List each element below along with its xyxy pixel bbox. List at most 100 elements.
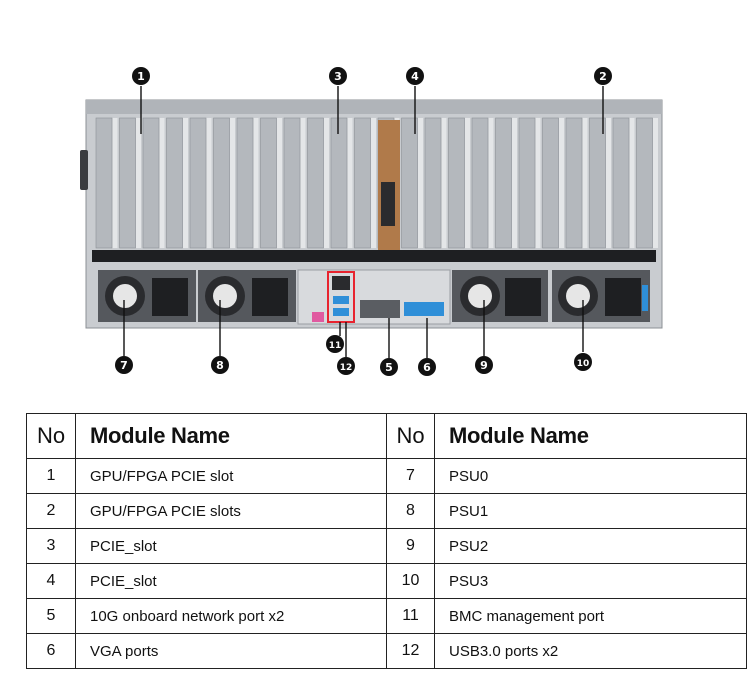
pcie-slot-cover	[142, 117, 160, 249]
sfp-ports	[360, 300, 400, 318]
callout-marker-10	[574, 353, 592, 371]
pcie-slot-cover	[119, 117, 136, 249]
callout-marker-1	[132, 67, 150, 85]
psu-2	[452, 270, 548, 322]
slot-vent	[488, 118, 494, 248]
row-module-name-right: PSU0	[434, 458, 747, 494]
usb-port-1	[333, 296, 349, 304]
row-module-name-left: VGA ports	[75, 633, 387, 669]
slot-vent	[230, 118, 235, 248]
pcie-slot-cover	[495, 117, 512, 249]
header-module-name-left: Module Name	[75, 413, 387, 459]
slot-vent	[183, 118, 188, 248]
pcie-slot-cover	[236, 117, 254, 249]
row-module-name-right: PSU3	[434, 563, 747, 599]
callout-label-10: 10	[577, 359, 590, 369]
slot-vent	[535, 118, 541, 248]
psu-1	[198, 270, 296, 322]
slot-vent	[653, 118, 658, 248]
callout-label-9: 9	[480, 359, 488, 372]
io-panel	[297, 269, 451, 325]
slot-vent	[629, 118, 635, 248]
row-no-right: 11	[386, 598, 435, 634]
row-module-name-left: PCIE_slot	[75, 528, 387, 564]
callout-marker-12	[337, 357, 355, 375]
pcie-slot-cover	[518, 117, 536, 249]
usb-port-2	[333, 308, 349, 316]
slot-vent	[300, 118, 306, 248]
row-no-right: 12	[386, 633, 435, 669]
pcie-slot-cover	[166, 117, 183, 249]
slot-label-strip	[92, 250, 656, 262]
slot-vent	[371, 118, 376, 248]
callout-marker-8	[211, 356, 229, 374]
callout-label-11: 11	[329, 341, 342, 351]
row-module-name-right: USB3.0 ports x2	[434, 633, 747, 669]
slot-vent	[324, 118, 329, 248]
row-module-name-right: PSU2	[434, 528, 747, 564]
callout-label-7: 7	[120, 359, 128, 372]
pcie-slot-cover	[612, 117, 630, 249]
slot-vent	[159, 118, 165, 248]
pcie-slot-cover	[448, 117, 465, 249]
callout-label-1: 1	[137, 70, 145, 83]
pcie-slot-cover	[330, 117, 348, 249]
row-module-name-left: GPU/FPGA PCIE slot	[75, 458, 387, 494]
row-no-right: 8	[386, 493, 435, 529]
pcie-slot-cover	[401, 117, 418, 249]
slot-vent	[277, 118, 282, 248]
callout-label-5: 5	[385, 361, 393, 374]
row-no-left: 4	[26, 563, 76, 599]
row-module-name-right: PSU1	[434, 493, 747, 529]
callout-marker-9	[475, 356, 493, 374]
header-no-right: No	[386, 413, 435, 459]
bmc-port	[332, 276, 350, 290]
row-no-left: 1	[26, 458, 76, 494]
slot-vent	[606, 118, 611, 248]
header-module-name-right: Module Name	[434, 413, 747, 459]
pcie-slot-cover	[189, 117, 207, 249]
callout-label-6: 6	[423, 361, 431, 374]
pcie-slot-cover	[95, 117, 113, 249]
callout-label-2: 2	[599, 70, 607, 83]
gpu-card-bracket	[378, 120, 400, 250]
slot-vent	[441, 118, 447, 248]
row-no-right: 7	[386, 458, 435, 494]
table-header-row: No Module Name No Module Name	[26, 413, 747, 459]
pcie-slot-cover	[565, 117, 583, 249]
pcie-slot-array	[95, 117, 658, 249]
pcie-slot-cover	[260, 117, 277, 249]
server-chassis	[80, 99, 663, 329]
slot-vent	[253, 118, 259, 248]
psu-0	[98, 270, 196, 322]
callout-marker-5	[380, 358, 398, 376]
slot-vent	[559, 118, 564, 248]
row-no-left: 6	[26, 633, 76, 669]
slot-vent	[582, 118, 588, 248]
bmc-usb-highlight	[327, 271, 355, 323]
row-no-left: 3	[26, 528, 76, 564]
slot-vent	[465, 118, 470, 248]
row-module-name-left: GPU/FPGA PCIE slots	[75, 493, 387, 529]
pcie-slot-cover	[636, 117, 653, 249]
callout-marker-2	[594, 67, 612, 85]
row-module-name-left: PCIE_slot	[75, 563, 387, 599]
callout-label-4: 4	[411, 70, 419, 83]
pcie-slot-cover	[213, 117, 230, 249]
psu-3	[552, 270, 650, 322]
row-no-left: 2	[26, 493, 76, 529]
row-no-right: 9	[386, 528, 435, 564]
callout-label-8: 8	[216, 359, 224, 372]
callout-marker-6	[418, 358, 436, 376]
slot-vent	[136, 118, 141, 248]
vga-port	[404, 302, 444, 316]
callout-label-3: 3	[334, 70, 342, 83]
row-module-name-left: 10G onboard network port x2	[75, 598, 387, 634]
header-no-left: No	[26, 413, 76, 459]
row-no-left: 5	[26, 598, 76, 634]
